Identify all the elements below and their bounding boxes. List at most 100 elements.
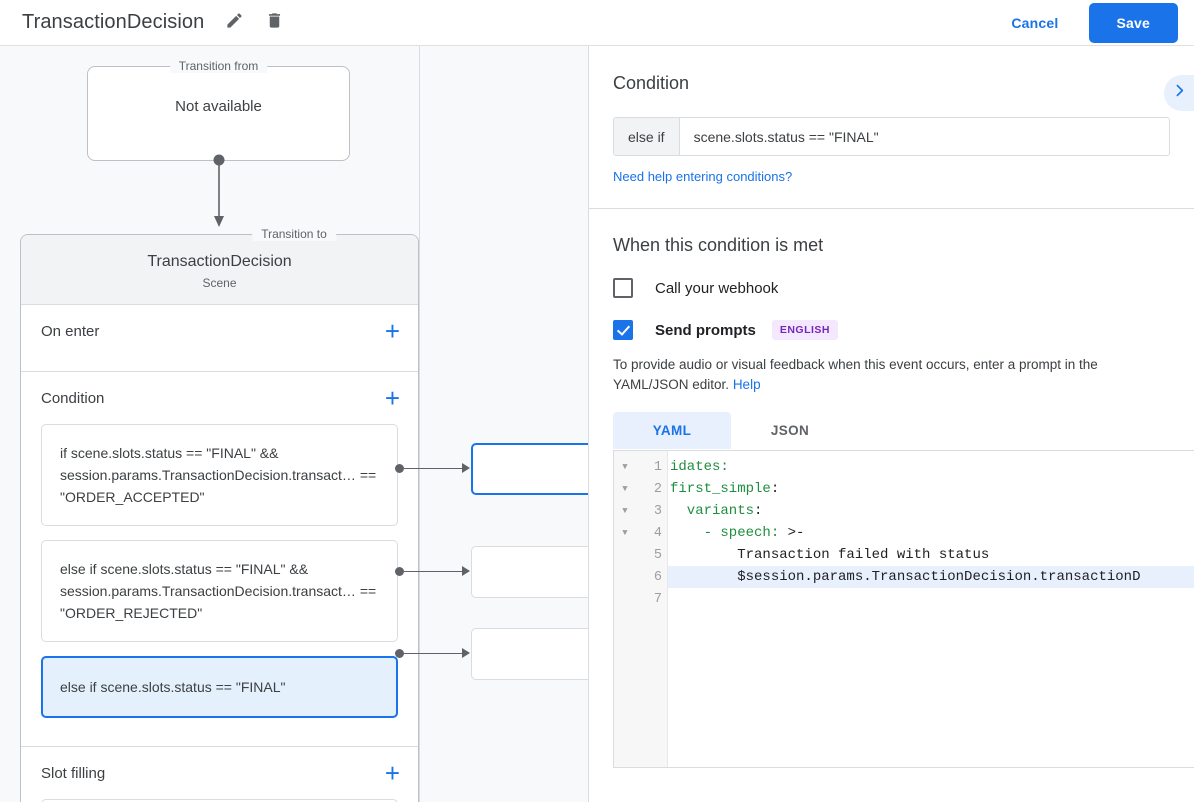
- tab-json[interactable]: JSON: [770, 423, 810, 438]
- editor-gutter-row: ▼1: [614, 456, 667, 478]
- fold-arrow-icon[interactable]: ▼: [622, 528, 628, 538]
- scene-graph-pane: Transition from Not available Transition…: [0, 46, 588, 802]
- detail-panel-title: Condition: [613, 73, 690, 93]
- section-condition-title: Condition: [41, 389, 105, 407]
- detail-panel-divider: [589, 208, 1194, 209]
- editor-line-number: 2: [653, 481, 662, 497]
- condition-prefix-label: else if: [614, 118, 680, 155]
- editor-line-number: 1: [653, 459, 662, 475]
- condition-3-edge-arrow: [462, 648, 470, 658]
- section-slot-filling-title: Slot filling: [41, 764, 106, 782]
- yaml-key-token: first_simple: [670, 481, 771, 497]
- collapse-panel-button[interactable]: [1164, 75, 1194, 111]
- call-webhook-label: Call your webhook: [655, 279, 779, 297]
- editor-gutter-row: 5: [614, 544, 667, 566]
- condition-detail-panel: Condition else if Need help entering con…: [588, 46, 1194, 802]
- webhook-row[interactable]: Call your webhook: [613, 278, 1170, 298]
- editor-code-line[interactable]: [668, 588, 1194, 610]
- section-condition: Condition + if scene.slots.status == "FI…: [21, 372, 418, 747]
- save-button[interactable]: Save: [1088, 2, 1178, 43]
- editor-gutter-row: 7: [614, 588, 667, 610]
- prompts-help-link[interactable]: Help: [732, 377, 761, 392]
- condition-1-edge: [404, 468, 463, 469]
- add-on-enter-button[interactable]: +: [384, 316, 400, 346]
- tab-yaml[interactable]: YAML: [613, 412, 731, 449]
- editor-code-area[interactable]: idates: first_simple: variants: - speech:…: [668, 451, 1194, 767]
- yaml-value-token: :: [754, 503, 763, 519]
- editor-line-number: 4: [653, 525, 662, 541]
- send-prompts-row[interactable]: Send prompts ENGLISH: [613, 320, 1170, 340]
- condition-input-row: else if: [613, 117, 1170, 156]
- send-prompts-label: Send prompts: [655, 321, 756, 339]
- edit-name-button[interactable]: [217, 6, 251, 40]
- yaml-value-token: >-: [779, 525, 805, 541]
- when-condition-met-section: When this condition is met Call your web…: [589, 209, 1194, 768]
- scene-card-header[interactable]: TransactionDecision Scene: [21, 235, 418, 305]
- transition-from-legend: Transition from: [169, 59, 268, 73]
- condition-3-edge: [404, 653, 463, 654]
- condition-help-link[interactable]: Need help entering conditions?: [613, 169, 793, 184]
- section-on-enter-title: On enter: [41, 322, 100, 340]
- trash-icon: [265, 11, 284, 35]
- condition-2-target-box[interactable]: [471, 546, 588, 598]
- section-condition-header: Condition +: [21, 372, 418, 424]
- editor-code-line[interactable]: Transaction failed with status: [670, 547, 990, 563]
- condition-2-edge-arrow: [462, 566, 470, 576]
- yaml-key-token: idates:: [670, 459, 729, 475]
- section-slot-filling-header: Slot filling +: [21, 747, 418, 799]
- section-on-enter: On enter +: [21, 305, 418, 372]
- condition-1-target-box[interactable]: [471, 443, 588, 495]
- language-badge: ENGLISH: [771, 320, 839, 340]
- editor-gutter-row: ▼2: [614, 478, 667, 500]
- condition-section: Condition else if Need help entering con…: [589, 46, 1194, 208]
- fold-arrow-icon[interactable]: ▼: [622, 484, 628, 494]
- cancel-button[interactable]: Cancel: [995, 5, 1074, 41]
- prompts-hint-body: To provide audio or visual feedback when…: [613, 357, 1098, 392]
- scene-card: TransactionDecision Scene On enter + Con…: [20, 234, 419, 802]
- condition-3-target-box[interactable]: [471, 628, 588, 680]
- transition-to-legend: Transition to: [252, 227, 336, 241]
- condition-item-2[interactable]: else if scene.slots.status == "FINAL" &&…: [41, 540, 398, 642]
- graph-lane-divider: [419, 46, 420, 802]
- condition-1-edge-arrow: [462, 463, 470, 473]
- fold-arrow-icon[interactable]: ▼: [622, 462, 628, 472]
- editor-line-number: 5: [653, 547, 662, 563]
- editor-gutter-row: ▼3: [614, 500, 667, 522]
- editor-code-line[interactable]: $session.params.TransactionDecision.tran…: [668, 566, 1194, 588]
- add-condition-button[interactable]: +: [384, 383, 400, 413]
- scene-name: TransactionDecision: [147, 253, 292, 270]
- graph-connector-arrow: [213, 154, 227, 235]
- prompts-hint-text: To provide audio or visual feedback when…: [613, 355, 1170, 395]
- when-condition-met-title: When this condition is met: [613, 235, 824, 255]
- editor-gutter-row: ▼4: [614, 522, 667, 544]
- delete-button[interactable]: [257, 6, 291, 40]
- editor-format-tabs: YAML JSON: [613, 412, 1170, 449]
- section-slot-filling: Slot filling + Slot validation: [21, 747, 418, 802]
- condition-item-3[interactable]: else if scene.slots.status == "FINAL": [41, 656, 398, 718]
- chevron-right-icon: [1171, 82, 1188, 104]
- condition-1-node-dot: [395, 464, 404, 473]
- send-prompts-checkbox[interactable]: [613, 320, 633, 340]
- top-actions: Cancel Save: [995, 2, 1194, 43]
- call-webhook-checkbox[interactable]: [613, 278, 633, 298]
- pencil-icon: [225, 11, 244, 35]
- add-slot-filling-button[interactable]: +: [384, 758, 400, 788]
- editor-line-number: 7: [653, 591, 662, 607]
- condition-2-edge: [404, 571, 463, 572]
- editor-line-number: 6: [653, 569, 662, 585]
- page-title: TransactionDecision: [22, 11, 205, 33]
- editor-code-line[interactable]: idates:: [668, 456, 1194, 478]
- editor-line-number: 3: [653, 503, 662, 519]
- condition-expression-input[interactable]: [679, 118, 1169, 155]
- editor-code-line[interactable]: - speech: >-: [668, 522, 1194, 544]
- section-on-enter-header: On enter +: [21, 305, 418, 357]
- editor-code-line[interactable]: first_simple:: [668, 478, 1194, 500]
- top-app-bar: TransactionDecision Cancel Save: [0, 0, 1194, 46]
- yaml-key-token: - speech:: [670, 525, 780, 541]
- condition-item-1[interactable]: if scene.slots.status == "FINAL" && sess…: [41, 424, 398, 526]
- fold-arrow-icon[interactable]: ▼: [622, 506, 628, 516]
- editor-code-line[interactable]: variants:: [668, 500, 1194, 522]
- transition-from-box[interactable]: Transition from Not available: [87, 59, 350, 161]
